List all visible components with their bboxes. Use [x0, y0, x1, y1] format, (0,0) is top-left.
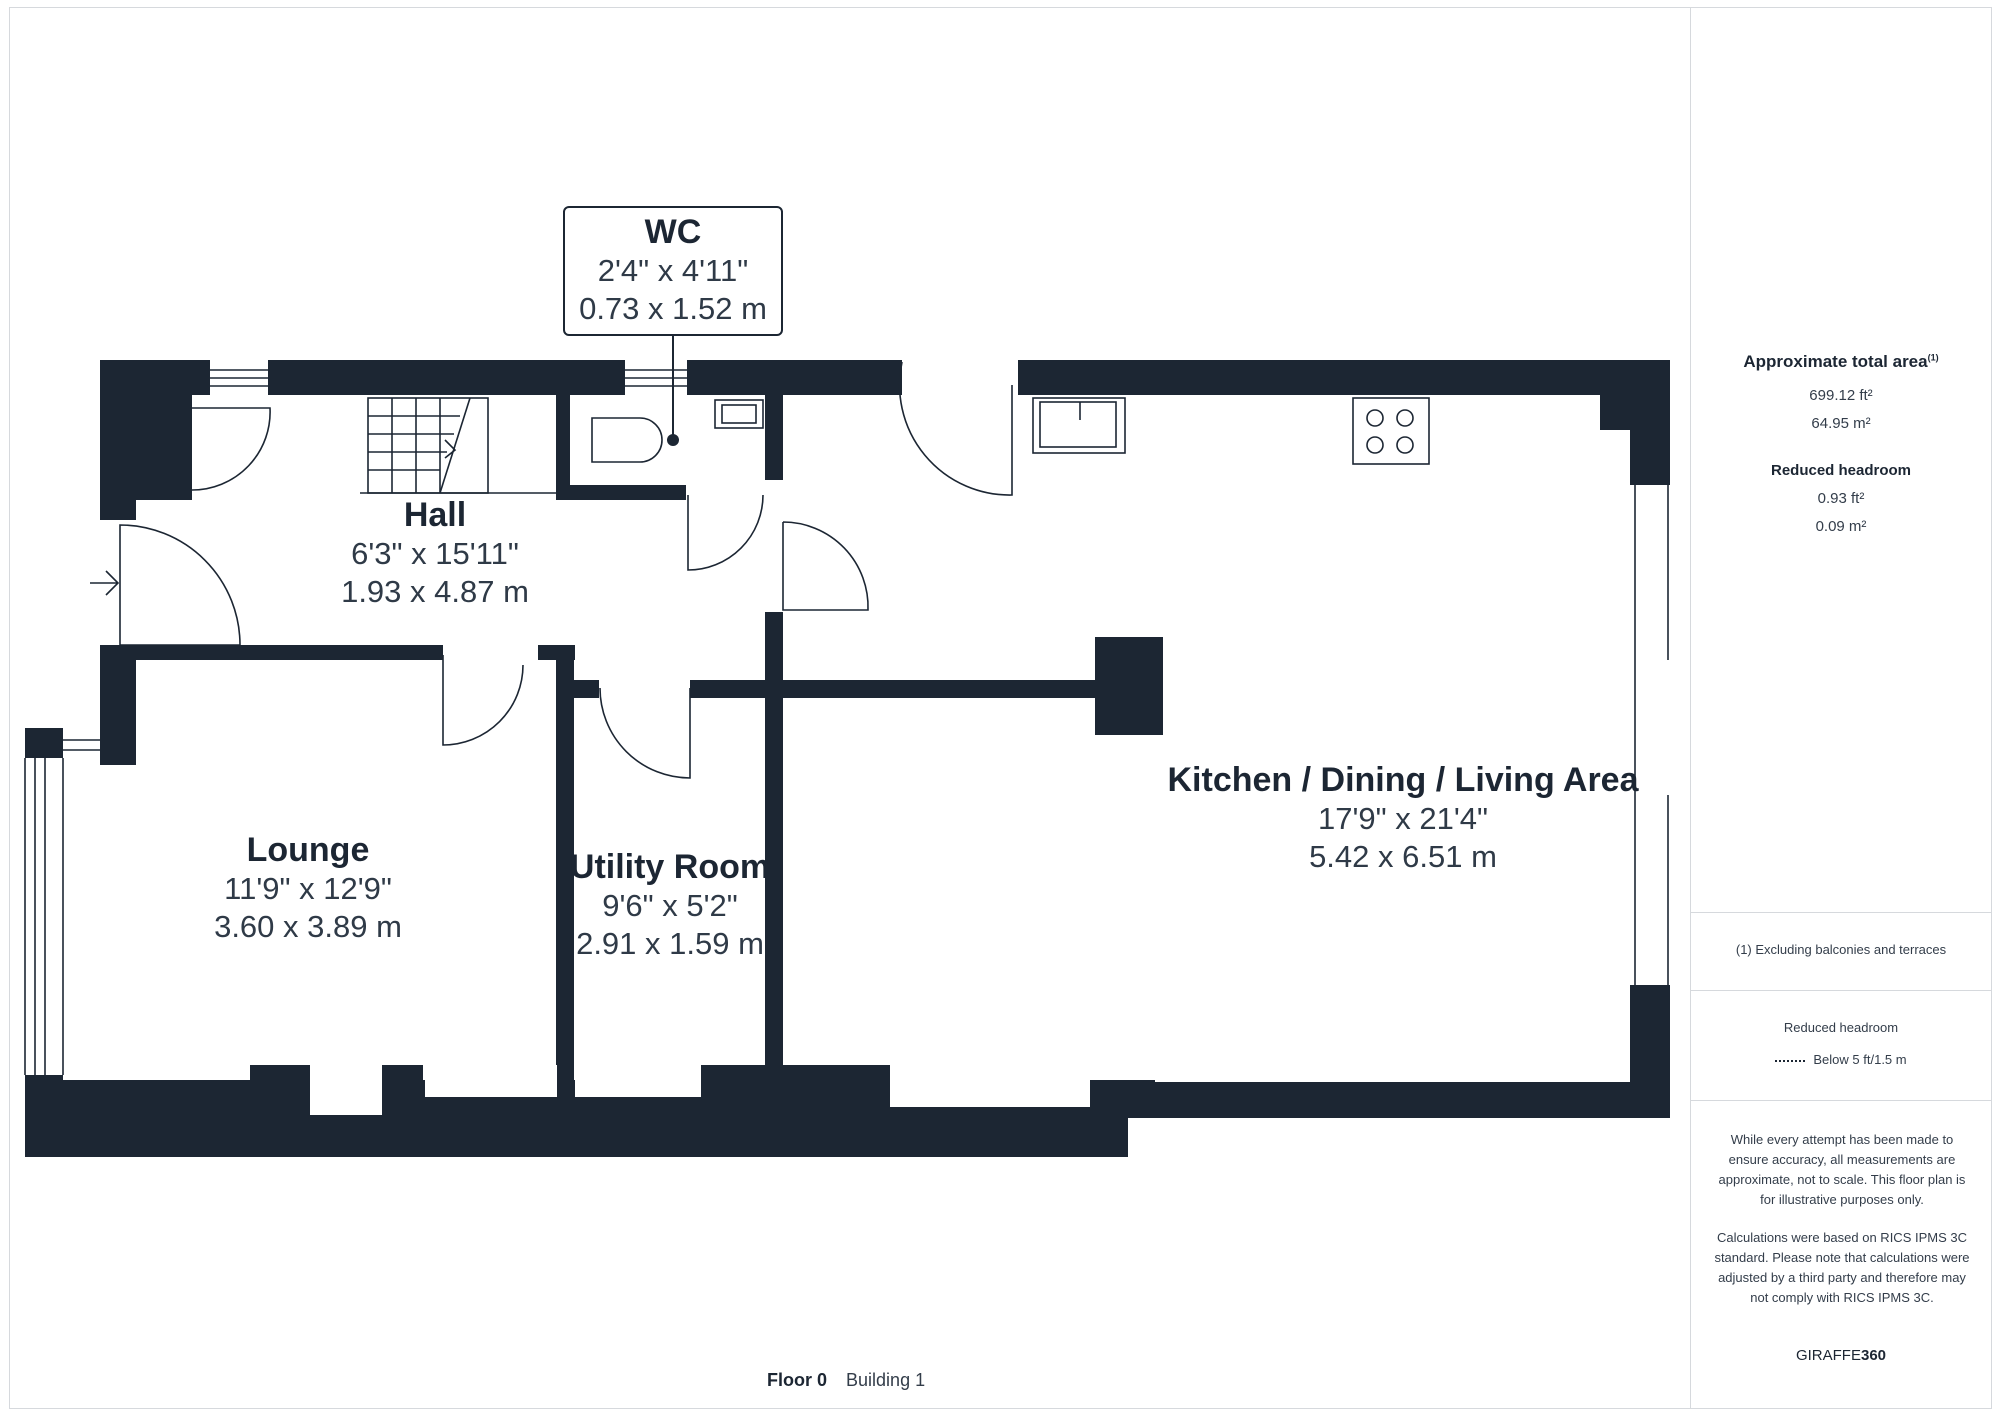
disclaimer-1: While every attempt has been made to ens… [1718, 1132, 1966, 1207]
room-label-utility: Utility Room 9'6" x 5'2" 2.91 x 1.59 m [570, 847, 770, 963]
entrance-arrow-icon [90, 570, 120, 596]
wall-hall-lounge-a [100, 645, 443, 660]
wall-utility-top-b [690, 680, 1100, 698]
sidebar-divider [1690, 7, 1691, 1409]
sidebar-rule-2 [1690, 990, 1992, 991]
room-dim-imperial-hall: 6'3" x 15'11" [351, 536, 519, 571]
wc-label-box [563, 206, 783, 336]
utility-bottom-wall [700, 1065, 890, 1100]
room-dim-imperial-wc: 2'4" x 4'11" [597, 253, 749, 288]
walls [25, 360, 1670, 1157]
wall-lounge-left-top [25, 728, 63, 758]
door-kitchen-garden [898, 361, 1013, 496]
door-lounge [442, 655, 524, 746]
wall-bottom-right [1090, 1080, 1670, 1118]
wc-toilet [591, 417, 663, 463]
room-label-hall: Hall 6'3" x 15'11" 1.93 x 4.87 m [341, 495, 529, 611]
total-area-heading: Approximate total area(1) [1691, 352, 1991, 372]
wall-top-right [1018, 360, 1670, 395]
door-cupboard [191, 407, 271, 491]
door-wc [687, 494, 764, 571]
disclaimer-2: Calculations were based on RICS IPMS 3C … [1714, 1230, 1970, 1305]
brand-prefix: GIRAFFE [1795, 1347, 1861, 1364]
wall-wc-bottom [556, 485, 686, 500]
total-area-ft: 699.12 ft² [1809, 387, 1873, 404]
building-name: Building 1 [846, 1370, 926, 1390]
reduced-headroom-title: Reduced headroom [1770, 462, 1912, 479]
room-dim-metric-hall: 1.93 x 4.87 m [341, 574, 529, 609]
hall-cupboard [136, 395, 192, 500]
wall-hall-left [100, 360, 136, 520]
wall-wc-left [556, 395, 570, 500]
legend-title: Reduced headroom [1783, 1020, 1899, 1035]
sidebar-rule-1 [1690, 912, 1992, 913]
wall-right-upper [1630, 360, 1670, 485]
room-label-kitchen: Kitchen / Dining / Living Area 17'9" x 2… [1167, 760, 1638, 876]
floor-label: Floor 0 Building 1 [767, 1370, 925, 1391]
kitchen-sink [1032, 397, 1126, 454]
door-hall-kitchen [782, 521, 869, 611]
window-lounge-bottom [425, 1065, 557, 1097]
total-area-m: 64.95 m² [1811, 415, 1871, 432]
openings [210, 360, 1630, 1115]
window-kitchen-bottom [890, 1080, 1090, 1107]
wall-lounge-utility [556, 650, 574, 1100]
room-dim-imperial-lounge: 11'9" x 12'9" [224, 871, 392, 906]
brand-suffix: 360 [1860, 1347, 1887, 1364]
wall-lounge-left-bottom [25, 1075, 63, 1157]
wall-utility-top-a [563, 680, 599, 698]
brand-logo: GIRAFFE360 [1691, 1347, 1991, 1364]
reduced-headroom-m: 0.09 m² [1815, 518, 1867, 535]
wall-wc-right [765, 395, 783, 480]
room-name-wc: WC [644, 213, 702, 251]
kitchen-hob [1352, 397, 1430, 465]
legend-item-label: Below 5 ft/1.5 m [1813, 1052, 1907, 1067]
floor-name: Floor 0 [767, 1370, 828, 1390]
door-front [119, 524, 241, 646]
total-area-title: Approximate total area [1743, 352, 1928, 371]
room-name-kitchen: Kitchen / Dining / Living Area [1167, 761, 1639, 799]
room-dim-imperial-kitchen: 17'9" x 21'4" [1317, 801, 1489, 836]
page-frame [9, 7, 1992, 1409]
kitchen-bottom-edge [1155, 1080, 1630, 1082]
room-label-wc: WC 2'4" x 4'11" 0.73 x 1.52 m [579, 212, 767, 328]
fixtures [24, 361, 1669, 1075]
door-utility [599, 687, 691, 779]
legend-dotted-line-icon [1775, 1059, 1806, 1062]
room-name-hall: Hall [403, 496, 467, 534]
total-area-footnote-mark: (1) [1927, 352, 1939, 363]
room-label-lounge: Lounge 11'9" x 12'9" 3.60 x 3.89 m [214, 830, 402, 946]
wall-lounge-corner [100, 645, 136, 765]
room-dim-metric-utility: 2.91 x 1.59 m [576, 926, 764, 961]
room-dim-metric-lounge: 3.60 x 3.89 m [214, 909, 402, 944]
legend-item: Below 5 ft/1.5 m [1691, 1050, 1991, 1070]
fireplace-hearth [310, 1065, 382, 1115]
room-dim-metric-kitchen: 5.42 x 6.51 m [1309, 839, 1497, 874]
wall-utility-kitchen [765, 612, 783, 1100]
wc-leader-dot [667, 434, 679, 446]
room-name-lounge: Lounge [246, 831, 370, 869]
sidebar-rule-3 [1690, 1100, 1992, 1101]
chimney-breast [1095, 637, 1163, 735]
reduced-headroom-ft: 0.93 ft² [1817, 490, 1865, 507]
room-name-utility: Utility Room [569, 848, 771, 886]
wc-basin [714, 399, 764, 429]
window-utility-bottom [575, 1065, 701, 1097]
area-footnote: (1) Excluding balconies and terraces [1735, 942, 1947, 957]
room-dim-metric-wc: 0.73 x 1.52 m [579, 291, 767, 326]
room-dim-imperial-utility: 9'6" x 5'2" [602, 888, 738, 923]
